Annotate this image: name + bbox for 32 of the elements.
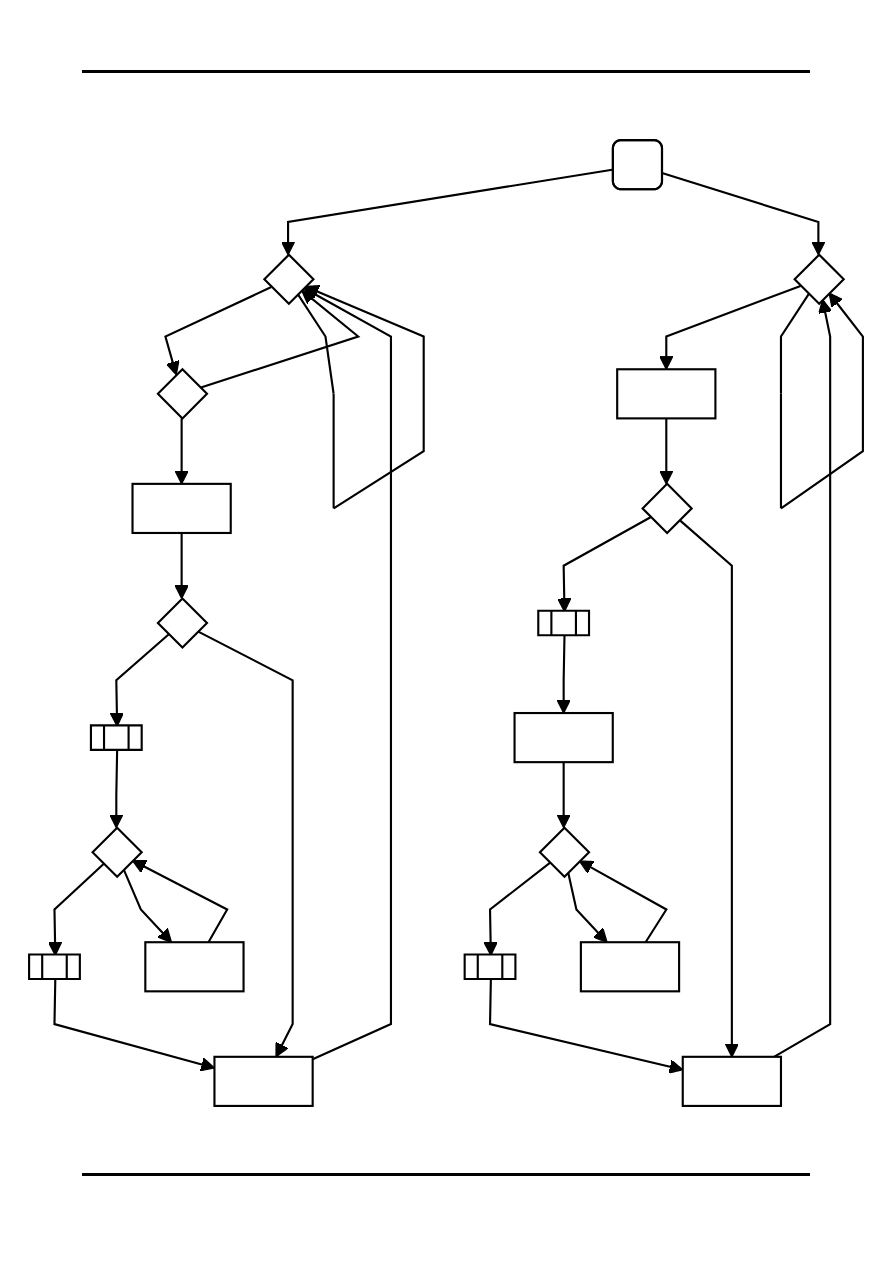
arrow [659, 284, 801, 370]
arrow [164, 286, 272, 376]
arrow [131, 859, 229, 943]
node-box [28, 953, 81, 981]
node-box [579, 941, 681, 993]
node-box [463, 953, 517, 981]
arrow [567, 872, 608, 943]
node-box [616, 368, 717, 420]
node-diamond [91, 826, 144, 879]
node-diamond [538, 826, 591, 879]
node-diamond [793, 253, 846, 306]
arrow [659, 418, 674, 485]
arrow [662, 172, 826, 256]
arrow [578, 860, 668, 943]
node-diamond [262, 253, 315, 306]
arrow [556, 762, 571, 829]
node-diamond [641, 482, 694, 535]
node-diamond [156, 596, 209, 650]
node-box [213, 1055, 314, 1107]
node-box [681, 1055, 783, 1107]
node-box [513, 711, 614, 764]
node-diamond [156, 367, 209, 420]
node-box [144, 941, 245, 993]
arrow [122, 868, 173, 943]
node-box [131, 482, 232, 535]
arrow [303, 287, 393, 1061]
node-box [537, 609, 591, 637]
arrow [199, 289, 361, 389]
arrow [556, 636, 571, 714]
arrow [109, 750, 124, 829]
arrow [174, 532, 189, 600]
node-box [89, 724, 143, 751]
